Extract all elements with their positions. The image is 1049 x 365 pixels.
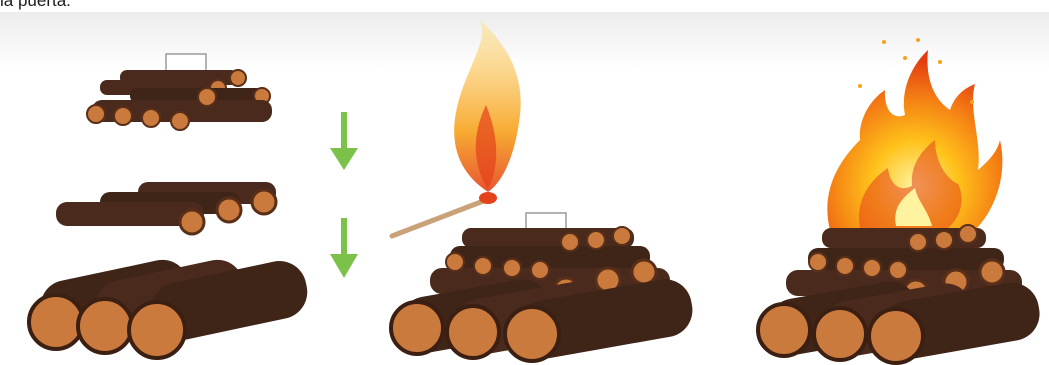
fire-lay-unlit (391, 213, 697, 363)
log-end (171, 112, 189, 130)
step-large-logs (29, 255, 312, 358)
log-end (198, 88, 216, 106)
arrow-down-icon (330, 218, 358, 278)
arrow-down-icon (330, 112, 358, 170)
log-end (114, 107, 132, 125)
fire-lay-burning (758, 225, 1044, 363)
step-tinder-logs (87, 54, 272, 130)
log (56, 202, 204, 234)
step-kindling (56, 182, 276, 234)
match-flame-icon (392, 18, 521, 236)
log-end (87, 105, 105, 123)
log-end (142, 109, 160, 127)
fire-icon (827, 38, 1002, 230)
